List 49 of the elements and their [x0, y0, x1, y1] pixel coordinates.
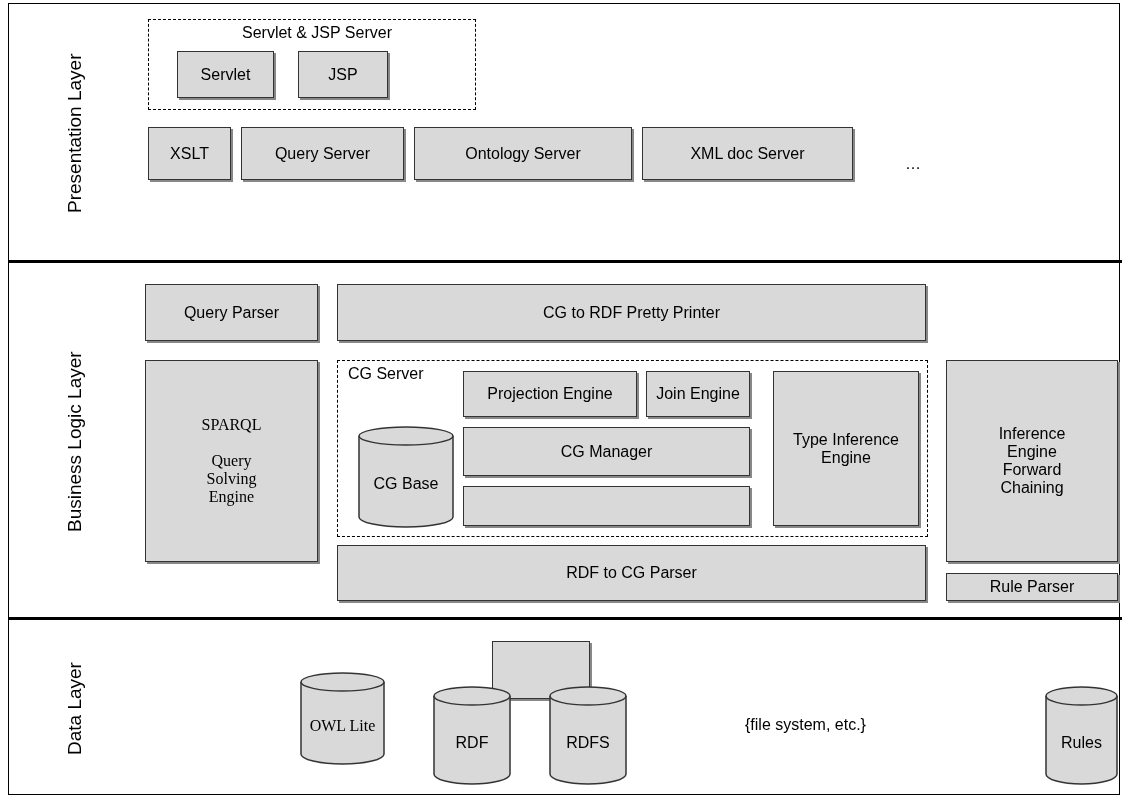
ellipsis-text: …	[905, 155, 921, 173]
component-label: JSP	[328, 65, 358, 84]
component-label: Rules	[1061, 733, 1102, 752]
component-label: Join Engine	[656, 385, 740, 403]
component-label: CG to RDF Pretty Printer	[543, 303, 720, 322]
component-label: Projection Engine	[487, 385, 613, 403]
component-box	[241, 127, 404, 180]
component-box	[463, 427, 750, 476]
component-label: Ontology Server	[465, 144, 581, 163]
component-label: XSLT	[170, 144, 209, 163]
group-title: CG Server	[348, 365, 424, 383]
component-label: Type Inference Engine	[792, 430, 900, 467]
component-box	[298, 51, 388, 98]
component-box	[646, 371, 750, 417]
component-box	[337, 545, 926, 601]
component-label: Query Parser	[183, 303, 280, 322]
component-box	[177, 51, 274, 98]
component-label: SPARQL	[201, 416, 262, 434]
dashed-group-box	[337, 360, 928, 537]
component-label: RDF to CG Parser	[566, 564, 697, 582]
component-box	[414, 127, 632, 180]
component-box	[492, 641, 590, 699]
component-box	[148, 127, 231, 180]
layer-title: Data Layer	[64, 661, 86, 757]
component-label: Servlet	[200, 65, 251, 84]
component-label: OWL Lite	[309, 716, 376, 735]
component-box	[145, 284, 318, 341]
dashed-group-box	[148, 19, 476, 110]
component-box	[463, 486, 750, 526]
component-box	[946, 573, 1118, 601]
component-label: XML doc Server	[690, 144, 805, 163]
component-label: CG Manager	[560, 442, 653, 461]
component-label: Query Solving Engine	[205, 452, 258, 506]
component-label: Query Server	[274, 144, 371, 163]
note-text: {file system, etc.}	[745, 716, 866, 734]
component-box	[337, 284, 926, 341]
component-box	[642, 127, 853, 180]
layer-title: Presentation Layer	[64, 52, 86, 215]
group-title: Servlet & JSP Server	[242, 24, 392, 42]
component-box	[463, 371, 637, 417]
layer-title: Business Logic Layer	[64, 350, 86, 534]
component-label: RDF	[455, 733, 489, 752]
component-label: CG Base	[373, 475, 439, 493]
component-label: Inference Engine Forward Chaining	[997, 425, 1067, 497]
component-box	[946, 360, 1118, 562]
component-label: RDFS	[566, 733, 610, 752]
component-box	[145, 360, 318, 562]
component-box	[773, 371, 919, 526]
component-label: Rule Parser	[989, 578, 1075, 596]
